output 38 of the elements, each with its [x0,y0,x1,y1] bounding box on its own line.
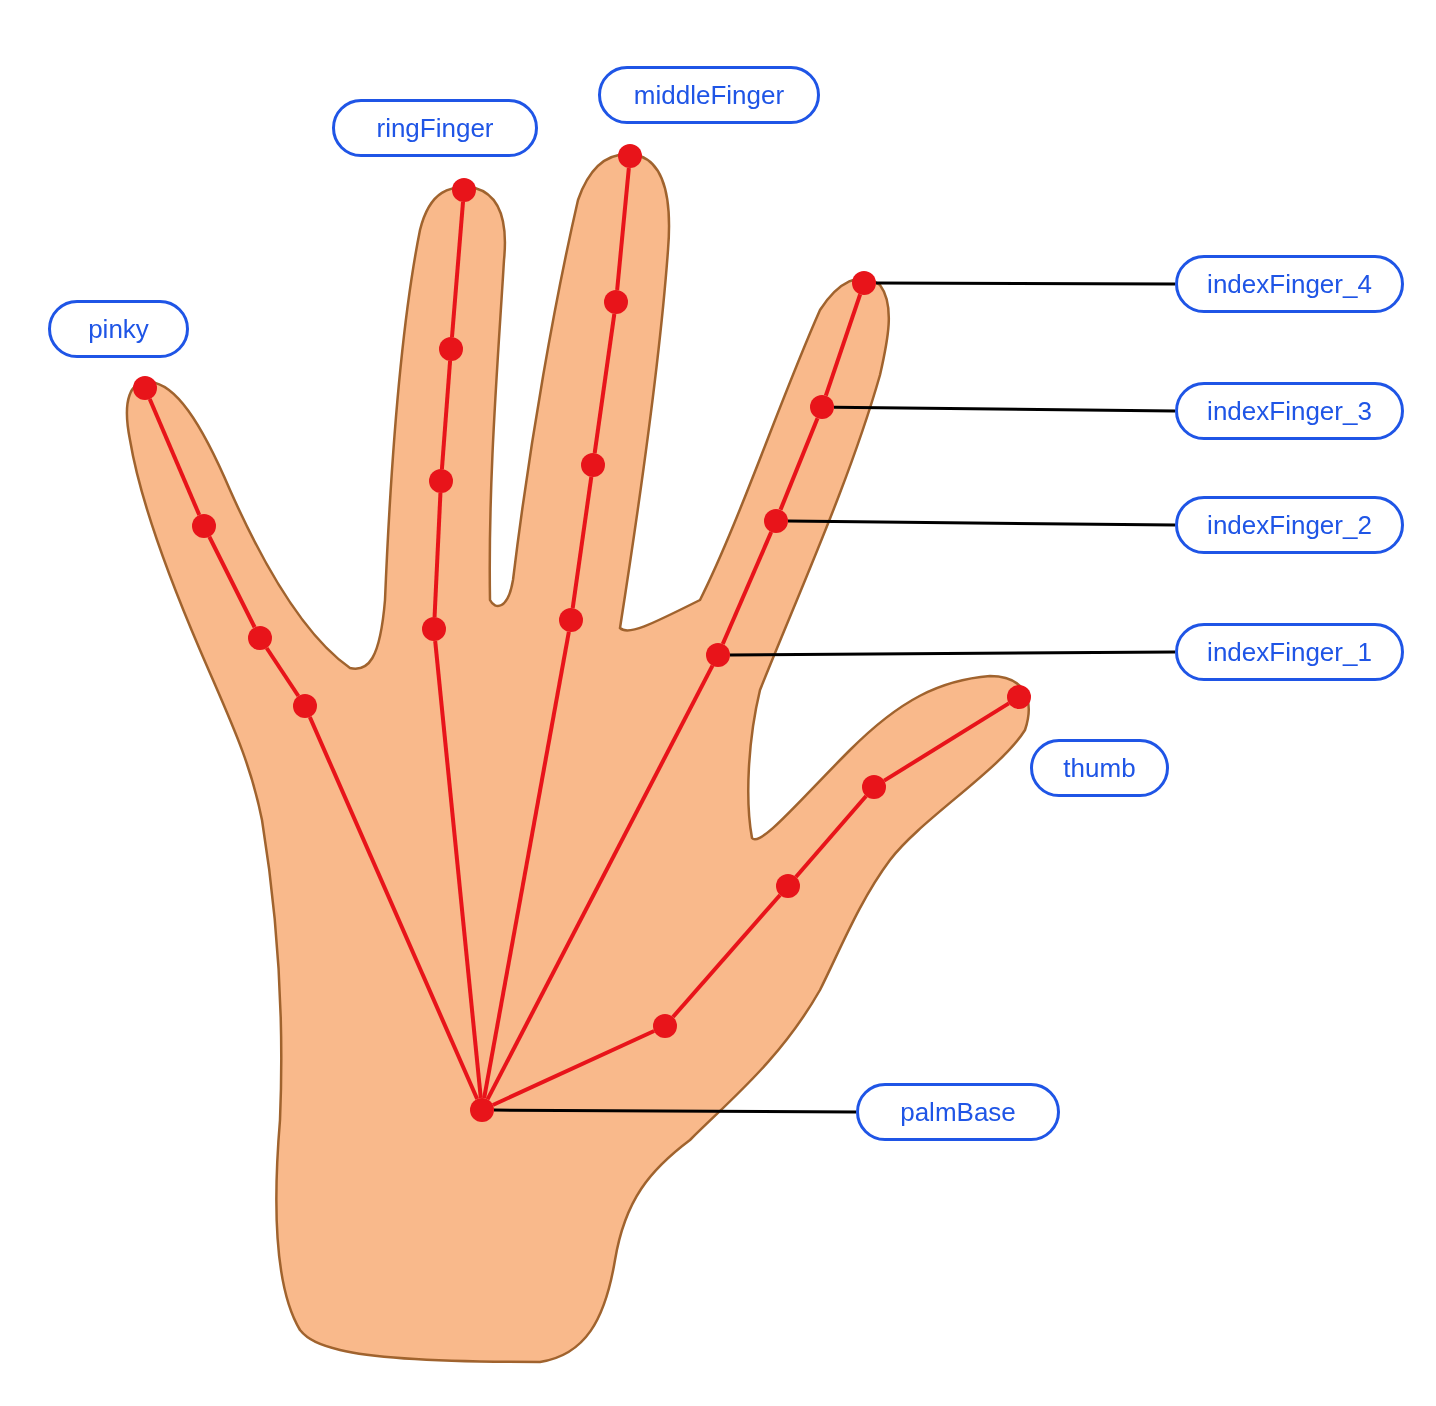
skeleton-line [450,201,465,338]
leader-line [730,650,1175,657]
skeleton-line [720,531,774,645]
skeleton-line [147,398,202,516]
skeleton-line [207,535,257,629]
leader-line [834,405,1175,413]
skeleton-line [485,664,715,1101]
skeleton-line [264,646,301,698]
keypoint-dot [852,271,876,295]
skeleton-line [671,893,782,1019]
keypoint-label: indexFinger_4 [1175,255,1404,313]
skeleton-line [592,313,617,454]
keypoint-label: middleFinger [598,66,820,124]
leader-line [788,519,1175,527]
keypoint-dot [452,178,476,202]
keypoint-label: pinky [48,300,189,358]
skeleton-line [492,1029,655,1107]
leader-line [876,281,1175,286]
skeleton-line [432,492,443,618]
skeleton-line [308,716,479,1100]
keypoint-dot [618,144,642,168]
skeleton-line [570,476,594,609]
leader-line [494,1108,856,1114]
skeleton-line [482,631,571,1099]
keypoint-dot [133,376,157,400]
keypoint-label: ringFinger [332,99,538,157]
skeleton-line [615,167,631,291]
keypoint-label: indexFinger_2 [1175,496,1404,554]
skeleton-line [883,701,1010,783]
skeleton-line [794,794,868,879]
keypoint-label: indexFinger_3 [1175,382,1404,440]
keypoint-label: palmBase [856,1083,1060,1141]
skeleton-line [778,417,820,511]
skeleton-line [433,640,483,1099]
skeleton-line [439,360,453,470]
skeleton-line [823,293,863,397]
keypoint-label: thumb [1030,739,1169,797]
keypoint-label: indexFinger_1 [1175,623,1404,681]
